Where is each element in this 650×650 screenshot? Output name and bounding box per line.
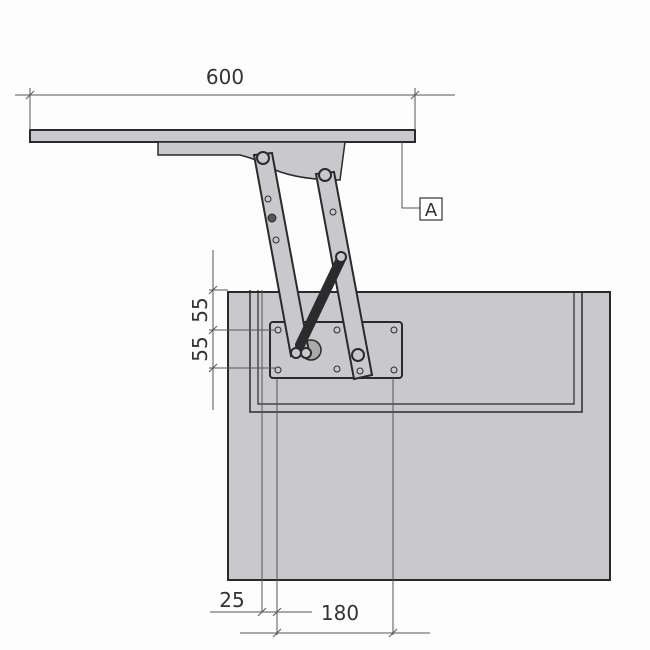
lift-arm-rear — [314, 168, 374, 381]
dim-width-top: 600 — [206, 65, 244, 89]
dim-spacing-upper: 55 — [188, 297, 212, 322]
lid-panel — [29, 129, 416, 181]
dim-offset-left: 25 — [219, 588, 244, 612]
dim-plate-width: 180 — [321, 601, 359, 625]
gas-spring — [290, 251, 347, 359]
dim-spacing-lower: 55 — [188, 336, 212, 361]
callout-label: A — [425, 200, 438, 221]
dimension-lines — [15, 88, 455, 638]
callout-box — [419, 197, 443, 221]
